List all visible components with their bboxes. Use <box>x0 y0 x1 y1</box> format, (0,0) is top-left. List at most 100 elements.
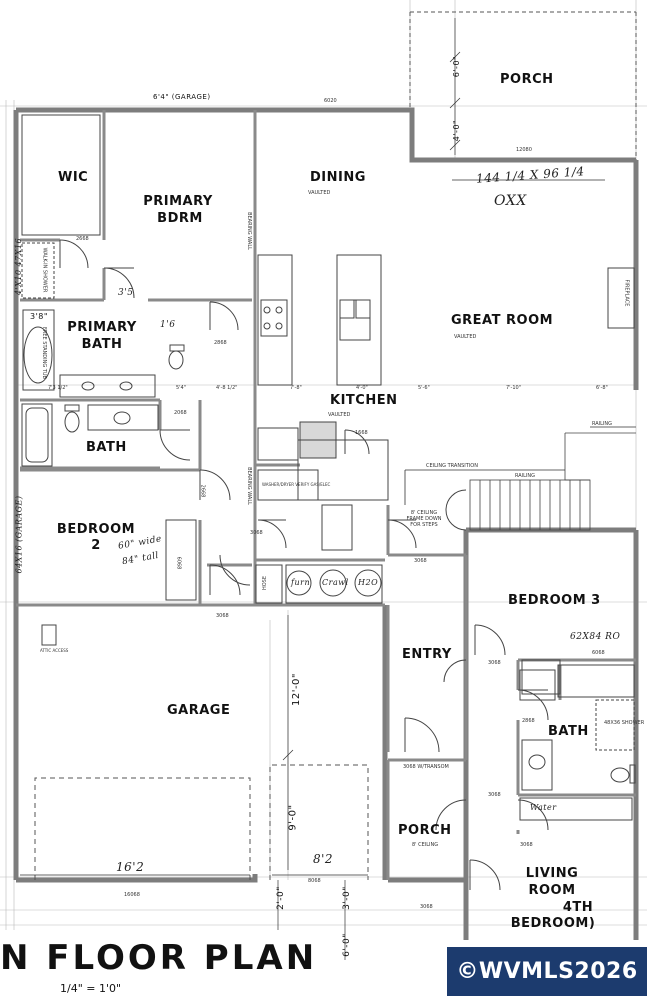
door-code-wic: 2668 <box>76 236 89 242</box>
hand-b16: 1'6 <box>160 320 176 330</box>
room-label-dining: DINING <box>310 170 366 185</box>
hand-bdrm3-note: 62X84 RO <box>570 632 621 642</box>
note-bearing-wall-1: BEARING WALL <box>245 212 252 250</box>
door-code-primary-bath: 2868 <box>214 340 227 346</box>
note-vaulted-kitchen: VAULTED <box>328 412 351 418</box>
room-label-living-line4: BEDROOM) <box>510 916 596 931</box>
plan-scale: 1/4" = 1'0" <box>60 982 122 995</box>
door-code-living: 3068 <box>488 792 501 798</box>
bath-fixtures <box>21 242 636 821</box>
hand-garage-w: 16'2 <box>116 860 145 874</box>
room-label-living-line2: ROOM <box>528 883 576 898</box>
door-code-laundry: 3068 <box>250 530 263 536</box>
door-code-bath2: 2868 <box>522 718 535 724</box>
dim-row-3: 4'-8 1/2" <box>216 385 238 391</box>
room-label-bath: BATH <box>86 440 127 455</box>
room-label-bedroom2-line1: BEDROOM <box>56 522 136 537</box>
garage-doors <box>34 764 369 880</box>
fireplace <box>607 267 635 329</box>
door-code-bath-closet: 2068 <box>174 410 187 416</box>
room-label-garage: GARAGE <box>167 703 231 718</box>
door-code-bedroom3: 3068 <box>488 660 501 666</box>
note-free-standing-tub: FREE STANDING TUB <box>40 327 47 379</box>
room-label-bedroom2-line2: 2 <box>91 538 101 553</box>
plan-title: N FLOOR PLAN <box>0 938 318 978</box>
dimension-lines <box>20 18 605 960</box>
hand-oxx: OXX <box>494 193 527 209</box>
door-code-garage-door-2: 8068 <box>308 878 321 884</box>
note-hose: HOSE <box>262 575 269 591</box>
room-label-great-room: GREAT ROOM <box>451 313 554 328</box>
door-code-porch-bottom: 3068 <box>420 904 433 910</box>
dim-38: 3'8" <box>30 312 49 321</box>
dim-row-2: 5'4" <box>176 385 187 391</box>
railing <box>404 426 636 505</box>
room-label-living-line3: 4TH <box>562 900 594 915</box>
room-label-entry: ENTRY <box>402 647 452 662</box>
dim-row-5: 4'-0" <box>356 385 368 391</box>
room-label-bedroom3: BEDROOM 3 <box>508 593 601 608</box>
dim-garage-12: 12'-0" <box>291 672 303 707</box>
note-fireplace: FIREPLACE <box>623 279 630 307</box>
door-code-garage: 3068 <box>216 613 229 619</box>
room-label-living-line1: LIVING <box>525 866 579 881</box>
door-code-bedroom2-closet: 6068 <box>175 556 182 570</box>
note-ceiling-transition: CEILING TRANSITION <box>426 463 478 469</box>
note-shower2: 48X36 SHOWER <box>604 720 645 726</box>
hand-water: Water <box>530 803 557 812</box>
dim-row-4: 7'-8" <box>290 385 302 391</box>
note-railing-1: RAILING <box>592 421 613 427</box>
hand-furn: furn <box>291 578 311 587</box>
hand-garage-w2: 8'2 <box>313 852 334 866</box>
door-code-porch-window: 12080 <box>516 147 532 153</box>
note-ceiling-porch: 8' CEILING <box>412 842 439 848</box>
room-label-primary-bath-line1: PRIMARY <box>67 320 137 335</box>
note-vaulted-great: VAULTED <box>454 334 477 340</box>
room-label-bath2: BATH <box>548 724 589 739</box>
note-attic-access: ATTIC ACCESS <box>40 648 69 653</box>
dim-porch-4: 4'-0" <box>452 119 462 142</box>
kitchen-fixtures <box>257 254 389 551</box>
hand-b35: 3'5 <box>118 288 134 298</box>
dim-porch-6: 6'-0" <box>452 55 462 78</box>
note-washer-dryer: WASHER/DRYER VERIFY GAS/ELEC <box>262 482 331 487</box>
room-label-porch-bottom: PORCH <box>398 823 452 838</box>
room-label-kitchen: KITCHEN <box>330 393 398 408</box>
door-code-entry: 3068 <box>414 558 427 564</box>
hand-tall-left: 64X16 (GARAGE) <box>14 495 24 574</box>
stairs <box>469 432 636 531</box>
door-code-bath-entry: 2668 <box>199 484 206 498</box>
note-railing-2: RAILING <box>515 473 536 479</box>
room-label-porch-top: PORCH <box>500 72 554 87</box>
dim-row-1: 7'3 1/2" <box>48 385 68 391</box>
closets <box>21 114 635 698</box>
dim-row-8: 6'-8" <box>596 385 608 391</box>
door-code-garage-door-1: 16068 <box>124 892 140 898</box>
door-code-pantry: 1668 <box>355 430 368 436</box>
dim-top-left: 6'4" (GARAGE) <box>153 93 211 101</box>
watermark-badge: ©WVMLS2026 <box>447 947 647 996</box>
door-code-living2: 3068 <box>520 842 533 848</box>
dim-row-6: 5'-6" <box>418 385 430 391</box>
room-label-primary-bdrm-line2: BDRM <box>157 211 203 226</box>
hand-water-heater: H2O <box>358 578 379 587</box>
door-code-top-window: 6020 <box>324 98 337 104</box>
note-walkin-shower: WALK-IN SHOWER <box>41 247 48 293</box>
door-code-bedroom3-closet: 6068 <box>592 650 605 656</box>
dim-bot-3: 3'-0" <box>341 886 352 910</box>
note-transom: 3068 W/TRANSOM <box>403 764 449 770</box>
note-ceiling-frame: 8' CEILING FRAME DOWN FOR STEPS <box>406 510 442 528</box>
note-bearing-wall-2: BEARING WALL <box>245 467 252 505</box>
room-label-primary-bath-line2: BATH <box>81 337 123 352</box>
hand-bath-note: 4'X10 47X16 <box>14 237 24 296</box>
porch-top-outline <box>409 11 637 160</box>
door-swings <box>59 239 549 891</box>
dim-row-7: 7'-10" <box>506 385 522 391</box>
room-label-primary-bdrm-line1: PRIMARY <box>143 194 213 209</box>
note-vaulted-dining: VAULTED <box>308 190 331 196</box>
interior-walls <box>16 110 636 880</box>
dim-garage-9: 9'-0" <box>287 804 299 831</box>
dim-bot-6: 6'-0" <box>341 933 352 957</box>
dim-bot-2: 2'-0" <box>275 886 286 910</box>
